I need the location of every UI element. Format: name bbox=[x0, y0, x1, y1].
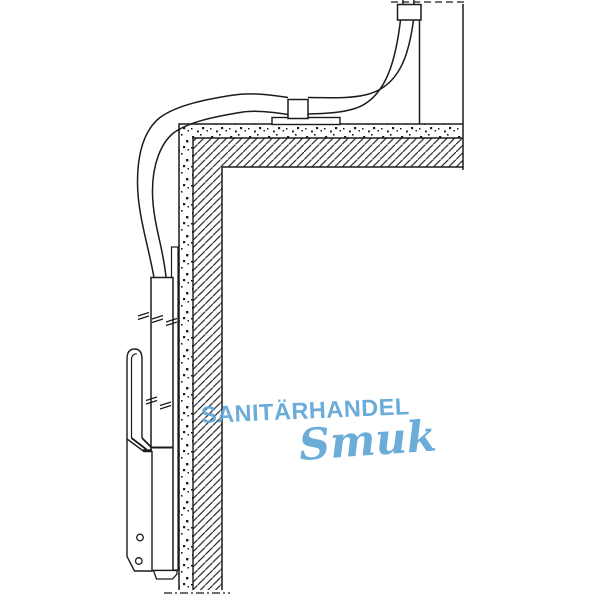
bracket-plate bbox=[126, 437, 153, 572]
hose-left-inner-line bbox=[151, 110, 289, 278]
wall-section bbox=[164, 123, 463, 594]
masonry-inner-edge bbox=[221, 166, 463, 590]
masonry-layer bbox=[193, 138, 463, 590]
hose-left-outer-line bbox=[136, 93, 289, 278]
rail-break-mark-lower bbox=[145, 396, 172, 410]
hose-right-outer-line bbox=[307, 19, 402, 115]
bracket-screw-hole-upper bbox=[136, 533, 144, 542]
bracket-hook-inner bbox=[130, 353, 137, 438]
bracket-screw-hole-lower bbox=[134, 557, 143, 565]
wall-bracket bbox=[126, 348, 153, 572]
mounting-rail bbox=[137, 246, 179, 580]
clamp-block bbox=[287, 98, 309, 120]
plaster-masonry-boundary bbox=[192, 137, 463, 590]
bracket-hook-diagonals bbox=[130, 437, 152, 451]
bracket-hook-outer bbox=[126, 348, 143, 439]
rail-end-foot bbox=[152, 569, 178, 580]
shower-hose bbox=[136, 19, 415, 278]
plaster-outline bbox=[178, 123, 463, 590]
hose-clamp bbox=[271, 98, 341, 126]
hose-right-inner-line bbox=[307, 19, 415, 99]
rail-break-mark-upper bbox=[137, 311, 178, 327]
hose-connector-box bbox=[396, 3, 422, 21]
